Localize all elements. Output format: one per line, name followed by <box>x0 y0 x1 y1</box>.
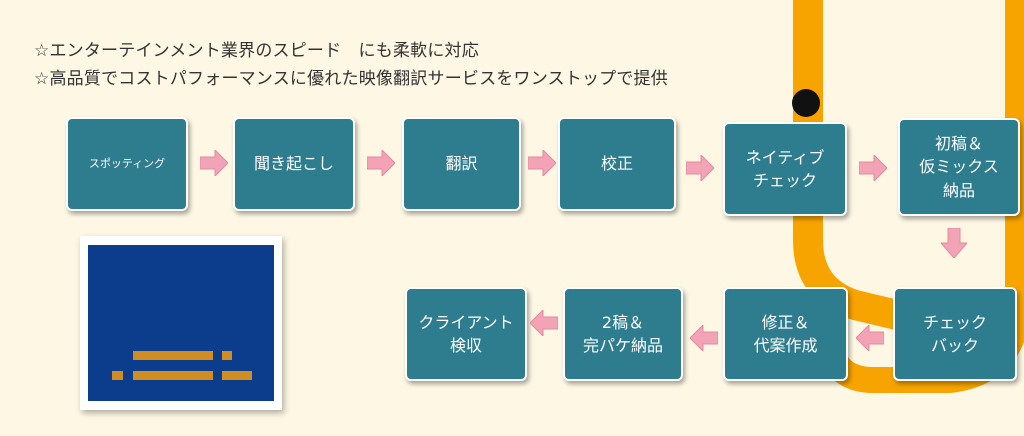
step-revision: 修正＆ 代案作成 <box>723 287 848 381</box>
arrow-right-icon <box>528 150 556 176</box>
step-spotting: スポッティング <box>66 117 188 211</box>
step-proofreading: 校正 <box>558 117 676 211</box>
subtitle-bar <box>133 351 213 360</box>
subtitle-bar <box>222 351 232 360</box>
step-transcription: 聞き起こし <box>233 117 355 211</box>
arrow-right-icon <box>859 155 887 181</box>
step-client-acceptance: クライアント 検収 <box>405 287 527 381</box>
headline-line-2: ☆高品質でコストパフォーマンスに優れた映像翻訳サービスをワンストップで提供 <box>34 69 668 89</box>
subtitle-bar <box>112 371 123 380</box>
subtitle-bar <box>133 371 213 380</box>
step-first-draft-delivery: 初稿＆ 仮ミックス 納品 <box>898 118 1020 216</box>
arrow-right-icon <box>367 150 395 176</box>
step-native-check: ネイティブ チェック <box>723 122 847 216</box>
headline-line-1: ☆エンターテインメント業界のスピード にも柔軟に対応 <box>34 41 479 61</box>
arrow-down-icon <box>941 228 967 258</box>
track-path <box>793 0 975 345</box>
step-translation: 翻訳 <box>402 117 521 211</box>
track-dot <box>792 89 820 117</box>
video-screen <box>88 245 274 401</box>
video-frame-illustration <box>80 236 282 410</box>
arrow-left-icon <box>856 325 884 351</box>
subtitle-bar <box>222 371 252 380</box>
arrow-right-icon <box>200 150 228 176</box>
arrow-left-icon <box>690 325 718 351</box>
arrow-left-icon <box>530 310 558 336</box>
step-checkback: チェック バック <box>893 287 1017 381</box>
arrow-right-icon <box>686 155 714 181</box>
step-second-draft-delivery: 2稿＆ 完パケ納品 <box>563 287 683 381</box>
